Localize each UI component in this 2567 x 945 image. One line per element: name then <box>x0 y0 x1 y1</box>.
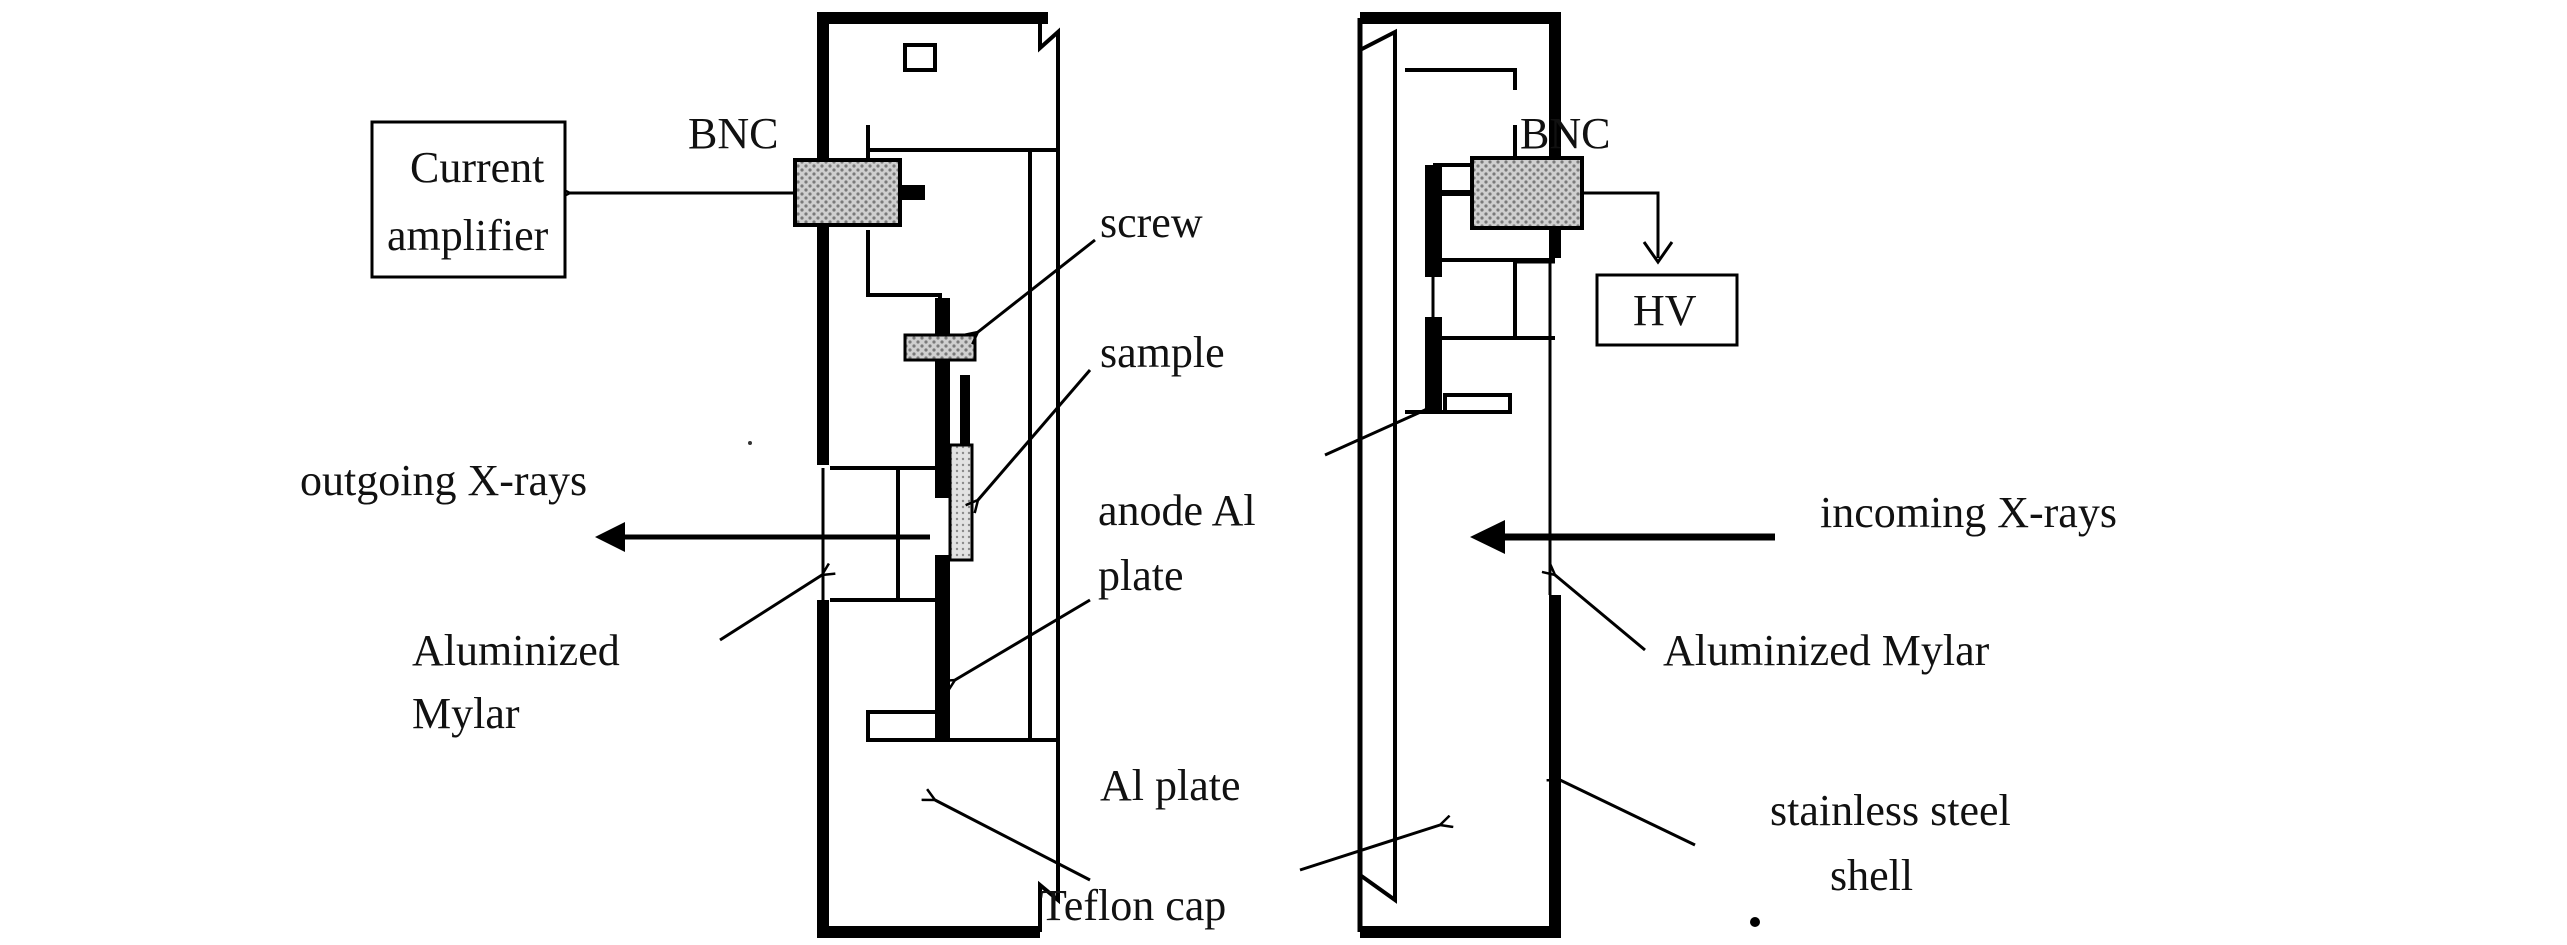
screw-leader <box>978 238 1096 332</box>
sample-label: sample <box>1100 328 1225 377</box>
outgoing-xray-arrow <box>595 522 930 552</box>
right-mylar-window <box>1513 260 1555 595</box>
left-teflon-leader <box>935 800 1091 882</box>
sample-leader <box>978 369 1092 500</box>
right-cell <box>1357 12 1775 938</box>
sample-shape <box>948 375 974 562</box>
screw-label: screw <box>1100 198 1203 247</box>
left-mylar-label-line1: Aluminized <box>412 626 620 675</box>
right-shell <box>1357 12 1561 938</box>
anode-leader <box>1324 410 1425 457</box>
current-amplifier-box <box>370 120 567 279</box>
shell-label-line2: shell <box>1830 851 1913 900</box>
left-bnc-label: BNC <box>688 109 778 158</box>
leader-lines <box>719 238 1696 882</box>
speck-dot <box>748 441 752 445</box>
anode-label-line2: plate <box>1098 551 1184 600</box>
right-teflon-leader <box>1299 825 1440 872</box>
right-bnc-label: BNC <box>1520 109 1610 158</box>
left-mylar-window <box>821 466 900 602</box>
hv-label: HV <box>1633 286 1697 335</box>
right-bnc-connector <box>1435 156 1584 230</box>
left-al-plate <box>935 298 950 740</box>
anode-al-plate <box>1425 165 1442 412</box>
incoming-xrays-label: incoming X-rays <box>1820 488 2117 537</box>
al-plate-label: Al plate <box>1100 761 1241 810</box>
labels: BNC Current amplifier screw sample outgo… <box>300 109 2117 930</box>
speck-dot <box>1750 917 1760 927</box>
left-shell <box>817 12 1060 938</box>
right-mylar-label: Aluminized Mylar <box>1663 626 1990 675</box>
left-cell <box>370 12 1060 938</box>
left-mylar-label-line2: Mylar <box>412 689 520 738</box>
teflon-cap-label: Teflon cap <box>1040 881 1226 930</box>
screw-shape <box>903 333 977 362</box>
amplifier-label-line1: Current <box>410 143 544 192</box>
left-mylar-leader <box>719 575 822 642</box>
right-hv-wire <box>1582 191 1674 265</box>
al-plate-leader <box>955 598 1091 680</box>
anode-label-line1: anode Al <box>1098 486 1256 535</box>
left-teflon-cap <box>866 43 1058 742</box>
hv-box <box>1595 273 1739 347</box>
right-mylar-leader <box>1555 575 1646 652</box>
left-bnc-connector <box>793 158 925 227</box>
shell-label-line1: stainless steel <box>1770 786 2011 835</box>
amplifier-label-line2: amplifier <box>387 211 549 260</box>
incoming-xray-arrow <box>1470 520 1775 554</box>
outgoing-xrays-label: outgoing X-rays <box>300 456 587 505</box>
shell-leader <box>1560 780 1696 847</box>
